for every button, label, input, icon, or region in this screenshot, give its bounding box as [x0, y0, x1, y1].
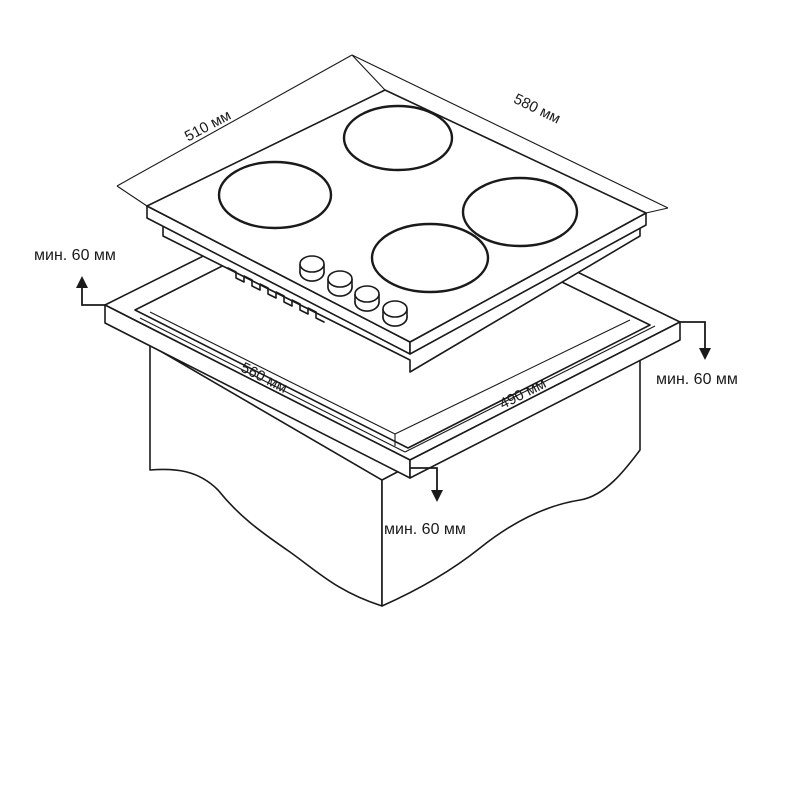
burner-front-left	[217, 160, 333, 230]
hob-width-label: 510 мм	[182, 107, 234, 145]
clearance-front-label: мин. 60 мм	[384, 521, 466, 538]
cabinet-right-panel	[381, 344, 641, 607]
cabinet	[149, 344, 641, 607]
cabinet-left-panel	[149, 344, 383, 607]
cutout-inner-wall	[149, 311, 631, 446]
clearance-side-label: мин. 60 мм	[656, 371, 738, 388]
control-knobs	[299, 255, 408, 327]
clearance-back-label: мин. 60 мм	[34, 247, 116, 264]
hob	[146, 89, 647, 373]
burner-back-right	[461, 176, 579, 248]
burner-back-left	[342, 104, 454, 172]
burner-front-right	[370, 222, 490, 294]
clearance-arrows: мин. 60 мм мин. 60 мм мин. 60 мм	[34, 247, 738, 538]
knob-2	[327, 270, 353, 297]
hob-underside-fittings	[227, 267, 325, 323]
countertop-side-edge	[409, 321, 681, 479]
hob-depth-label: 580 мм	[511, 90, 563, 127]
knob-3	[354, 285, 380, 312]
knob-1	[299, 255, 325, 282]
knob-4	[382, 300, 408, 327]
